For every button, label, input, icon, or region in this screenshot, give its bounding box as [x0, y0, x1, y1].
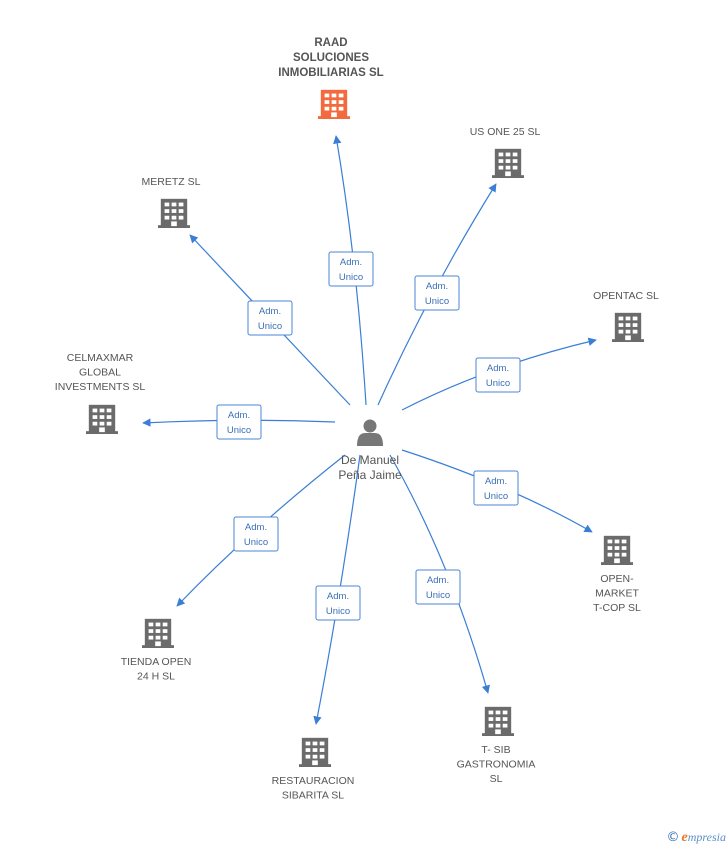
- company-node-tsib[interactable]: T- SIB GASTRONOMIA SL: [457, 706, 536, 785]
- building-icon: [612, 312, 644, 342]
- relation-box: [473, 470, 519, 506]
- relation-text: Adm.: [340, 257, 362, 268]
- company-label[interactable]: SIBARITA SL: [282, 790, 344, 802]
- relation-box: [247, 300, 293, 336]
- relation-label-usone[interactable]: Adm. Unico: [414, 275, 460, 311]
- company-label[interactable]: INMOBILIARIAS SL: [278, 67, 383, 79]
- brand-initial: e: [681, 830, 688, 845]
- company-label[interactable]: SL: [490, 773, 503, 785]
- building-icon: [158, 198, 190, 228]
- relation-text: Unico: [426, 590, 450, 601]
- person-icon: [357, 419, 383, 446]
- relation-label-tsib[interactable]: Adm. Unico: [415, 569, 461, 605]
- company-node-opentac[interactable]: OPENTAC SL: [593, 290, 659, 342]
- relation-label-tienda[interactable]: Adm. Unico: [233, 516, 279, 552]
- relation-box: [475, 357, 521, 393]
- copyright-icon: ©: [666, 830, 680, 845]
- relation-text: Unico: [227, 425, 251, 436]
- relation-text: Unico: [326, 606, 350, 617]
- company-node-usone[interactable]: US ONE 25 SL: [470, 126, 541, 178]
- relation-text: Adm.: [487, 363, 509, 374]
- edge-tsib: [389, 454, 490, 694]
- company-node-tienda[interactable]: TIENDA OPEN 24 H SL: [121, 618, 192, 683]
- building-icon: [318, 89, 350, 119]
- company-label[interactable]: 24 H SL: [137, 671, 175, 683]
- relation-label-openmarket[interactable]: Adm. Unico: [473, 470, 519, 506]
- relation-box: [315, 585, 361, 621]
- relation-label-raad[interactable]: Adm. Unico: [328, 251, 374, 287]
- relation-text: Adm.: [259, 306, 281, 317]
- company-label[interactable]: GASTRONOMIA: [457, 759, 536, 771]
- relation-text: Unico: [486, 378, 510, 389]
- company-label[interactable]: T-COP SL: [593, 602, 641, 614]
- relation-text: Adm.: [245, 522, 267, 533]
- relation-text: Adm.: [327, 591, 349, 602]
- relation-box: [328, 251, 374, 287]
- relation-box: [414, 275, 460, 311]
- company-node-restauracion[interactable]: RESTAURACION SIBARITA SL: [272, 737, 355, 802]
- person-label[interactable]: Peña Jaime: [338, 468, 402, 482]
- building-icon: [142, 618, 174, 648]
- relation-text: Unico: [339, 272, 363, 283]
- relation-text: Unico: [244, 537, 268, 548]
- building-icon: [299, 737, 331, 767]
- relation-label-opentac[interactable]: Adm. Unico: [475, 357, 521, 393]
- empresia-watermark: ©empresia: [667, 830, 726, 846]
- building-icon: [492, 148, 524, 178]
- company-node-meretz[interactable]: MERETZ SL: [142, 176, 201, 228]
- relation-box: [415, 569, 461, 605]
- company-node-openmarket[interactable]: OPEN- MARKET T-COP SL: [593, 535, 641, 614]
- building-icon: [601, 535, 633, 565]
- company-label[interactable]: OPENTAC SL: [593, 290, 659, 302]
- company-label[interactable]: RESTAURACION: [272, 775, 355, 787]
- relation-text: Adm.: [427, 575, 449, 586]
- relation-text: Unico: [425, 296, 449, 307]
- company-label[interactable]: SOLUCIONES: [293, 52, 369, 64]
- relation-box: [233, 516, 279, 552]
- company-label[interactable]: INVESTMENTS SL: [55, 381, 146, 393]
- building-icon: [86, 404, 118, 434]
- building-icon: [482, 706, 514, 736]
- relation-label-restauracion[interactable]: Adm. Unico: [315, 585, 361, 621]
- relation-text: Adm.: [485, 476, 507, 487]
- company-label[interactable]: MARKET: [595, 588, 639, 600]
- company-label[interactable]: RAAD: [314, 37, 347, 49]
- company-node-celmaxmar[interactable]: CELMAXMAR GLOBAL INVESTMENTS SL: [55, 352, 146, 434]
- relation-text: Unico: [258, 321, 282, 332]
- person-label[interactable]: De Manuel: [341, 453, 399, 467]
- company-label[interactable]: T- SIB: [481, 744, 510, 756]
- relation-label-celmaxmar[interactable]: Adm. Unico: [216, 404, 262, 440]
- company-label[interactable]: CELMAXMAR: [67, 352, 134, 364]
- company-label[interactable]: US ONE 25 SL: [470, 126, 541, 138]
- company-label[interactable]: MERETZ SL: [142, 176, 201, 188]
- company-label[interactable]: TIENDA OPEN: [121, 656, 192, 668]
- company-label[interactable]: OPEN-: [600, 573, 634, 585]
- company-node-raad[interactable]: RAAD SOLUCIONES INMOBILIARIAS SL: [278, 37, 384, 119]
- relation-box: [216, 404, 262, 440]
- relation-text: Adm.: [228, 410, 250, 421]
- brand-rest: mpresia: [687, 830, 726, 844]
- relation-label-meretz[interactable]: Adm. Unico: [247, 300, 293, 336]
- relation-text: Adm.: [426, 281, 448, 292]
- company-label[interactable]: GLOBAL: [79, 367, 121, 379]
- relation-text: Unico: [484, 491, 508, 502]
